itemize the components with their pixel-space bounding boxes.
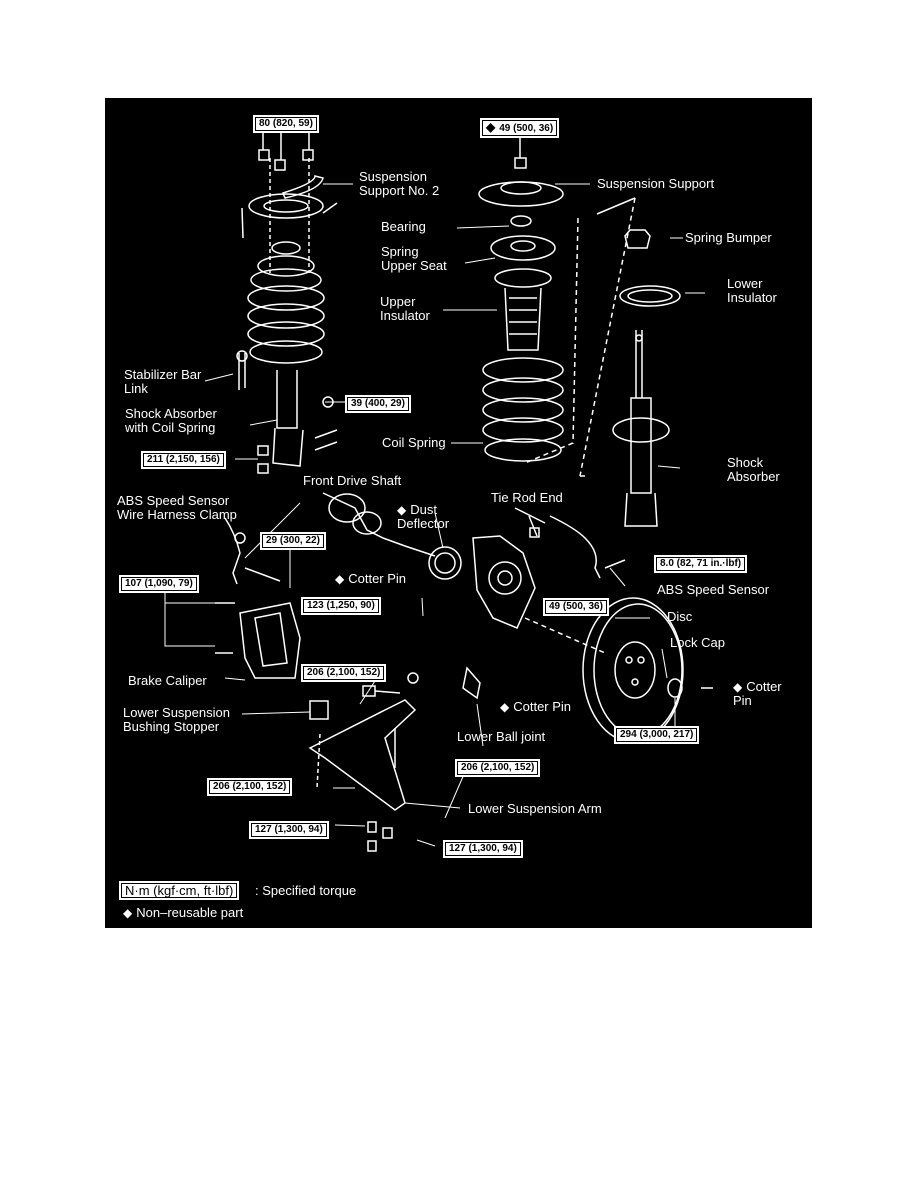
legend-nonreusable-text: Non–reusable part <box>136 905 244 920</box>
label-cotter-pin-lower-text: Cotter Pin <box>513 699 572 714</box>
nonreusable-diamond-icon: ◆ <box>397 503 407 517</box>
label-dust-deflector: ◆Dust Deflector <box>397 503 449 531</box>
label-lower-ball-joint: Lower Ball joint <box>457 729 546 744</box>
label-shock-absorber: Shock Absorber <box>727 455 780 484</box>
torque-127-b: 127 (1,300, 94) <box>443 840 523 858</box>
torque-123: 123 (1,250, 90) <box>301 597 381 615</box>
label-spring-upper-seat: Spring Upper Seat <box>381 244 447 273</box>
label-cotter-pin-right: ◆Cotter Pin <box>733 680 782 708</box>
label-brake-caliper: Brake Caliper <box>128 673 207 688</box>
label-stabilizer-bar-link: Stabilizer Bar Link <box>124 367 202 396</box>
torque-294: 294 (3,000, 217) <box>614 726 700 744</box>
label-cotter-pin-right-text: Cotter Pin <box>733 679 782 708</box>
label-lower-suspension-arm: Lower Suspension Arm <box>468 801 602 816</box>
label-lower-suspension-bushing-stopper: Lower Suspension Bushing Stopper <box>123 705 230 734</box>
label-dust-deflector-text: Dust Deflector <box>397 502 450 531</box>
label-lock-cap: Lock Cap <box>670 635 725 650</box>
label-abs-wire-harness-clamp: ABS Speed Sensor Wire Harness Clamp <box>117 493 237 522</box>
label-shock-absorber-with-coil-spring: Shock Absorber with Coil Spring <box>125 406 217 435</box>
label-bearing: Bearing <box>381 219 426 234</box>
brake-caliper <box>215 602 301 679</box>
torque-127-a: 127 (1,300, 94) <box>249 821 329 839</box>
label-suspension-support-no2: Suspension Support No. 2 <box>359 169 440 198</box>
label-coil-spring: Coil Spring <box>382 435 446 450</box>
strut-assembly <box>241 158 338 467</box>
nonreusable-diamond-icon: ◆ <box>500 700 510 714</box>
label-spring-bumper: Spring Bumper <box>685 230 772 245</box>
label-cotter-pin-upper-text: Cotter Pin <box>348 571 407 586</box>
torque-211: 211 (2,150, 156) <box>141 451 226 469</box>
torque-8: 8.0 (82, 71 in.·lbf) <box>654 555 748 573</box>
label-front-drive-shaft: Front Drive Shaft <box>303 473 402 488</box>
torque-107: 107 (1,090, 79) <box>119 575 199 593</box>
label-cotter-pin-lower: ◆Cotter Pin <box>500 699 572 715</box>
shock-absorber <box>612 229 681 527</box>
legend-nonreusable: ◆Non–reusable part <box>123 905 244 921</box>
legend-unit-box: N·m (kgf·cm, ft·lbf) <box>119 881 240 900</box>
stabilizer-link <box>236 350 248 390</box>
front-drive-shaft <box>322 492 462 580</box>
label-tie-rod-end: Tie Rod End <box>491 490 563 505</box>
label-cotter-pin-upper: ◆Cotter Pin <box>335 571 407 587</box>
torque-80: 80 (820, 59) <box>253 115 319 133</box>
suspension-support <box>478 133 564 351</box>
torque-206-b: 206 (2,100, 152) <box>455 759 541 777</box>
torque-29: 29 (300, 22) <box>260 532 326 550</box>
nonreusable-diamond-icon: ◆ <box>486 120 496 134</box>
steering-knuckle <box>472 507 546 629</box>
legend-unit-text: : Specified torque <box>255 883 357 898</box>
nonreusable-diamond-icon: ◆ <box>123 906 133 920</box>
torque-39: 39 (400, 29) <box>345 395 411 413</box>
lower-suspension-arm <box>308 666 481 852</box>
nonreusable-diamond-icon: ◆ <box>733 680 743 694</box>
label-abs-speed-sensor: ABS Speed Sensor <box>657 582 770 597</box>
torque-49-top: ◆49 (500, 36) <box>480 118 560 138</box>
exploded-diagram-panel: 80 (820, 59) ◆49 (500, 36) 39 (400, 29) … <box>105 98 812 928</box>
torque-206-a: 206 (2,100, 152) <box>301 664 387 682</box>
nonreusable-diamond-icon: ◆ <box>335 572 345 586</box>
label-suspension-support: Suspension Support <box>597 176 715 191</box>
label-disc: Disc <box>667 609 693 624</box>
label-lower-insulator: Lower Insulator <box>727 276 777 305</box>
torque-49-hub: 49 (500, 36) <box>543 598 609 616</box>
abs-speed-sensor-wire <box>224 515 626 585</box>
torque-49-top-value: 49 (500, 36) <box>499 123 554 134</box>
coil-spring <box>482 197 636 477</box>
label-upper-insulator: Upper Insulator <box>380 294 430 323</box>
torque-206-c: 206 (2,100, 152) <box>207 778 293 796</box>
suspension-support-nuts <box>258 126 324 199</box>
